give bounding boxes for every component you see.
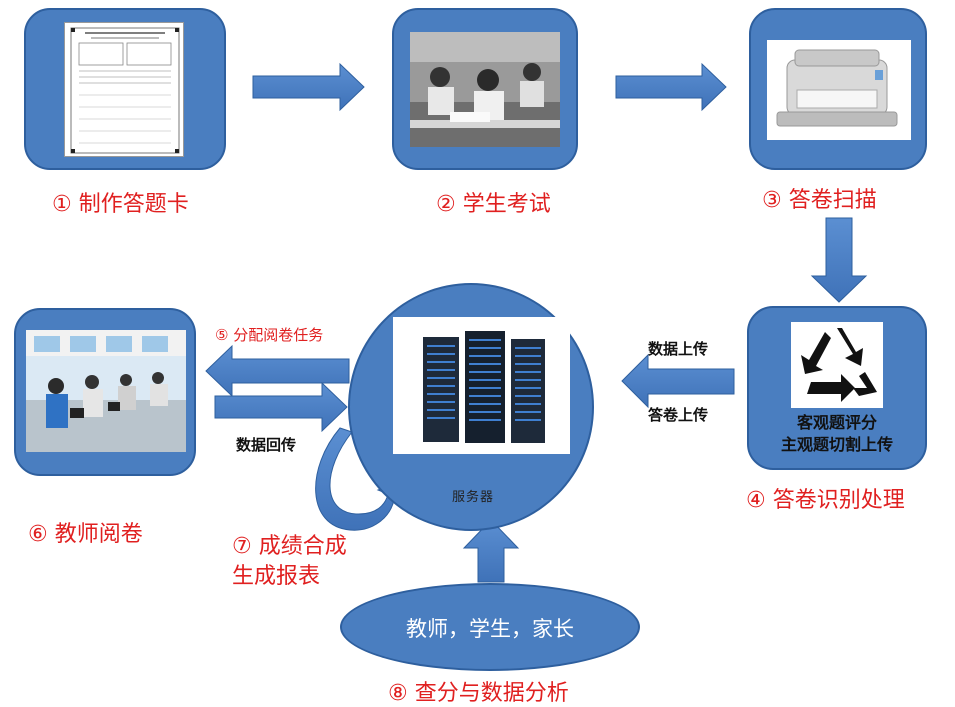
step2-label: ② 学生考试 [436,192,551,217]
step5-label: ⑤ 分配阅卷任务 [215,326,324,344]
arrow-6-to-server [214,381,348,433]
server-label: 服务器 [452,490,495,505]
server-rack-icon [423,331,545,443]
arrow-users-to-server [462,519,520,583]
step4-desc: 客观题评分 主观题切割上传 [749,412,925,456]
step6-box [14,308,196,476]
arrow-server-to-6 [205,344,350,398]
arrow-4-to-server [621,353,735,409]
step3-label: ③ 答卷扫描 [762,188,877,213]
scanner-image [767,40,911,140]
step4-desc-line1: 客观题评分 [796,413,877,432]
step3-box [749,8,927,170]
step1-box [24,8,226,170]
step4-desc-line2: 主观题切割上传 [780,435,893,454]
arrow-1-to-2 [252,62,365,112]
paper-upload-label: 答卷上传 [648,406,709,424]
step1-label: ① 制作答题卡 [52,192,189,217]
recycle-image [791,322,883,408]
users-ellipse [340,583,640,671]
step7-label-line2: 生成报表 [232,564,321,589]
students-exam-image [410,32,560,147]
recycle-icon [801,328,877,402]
users-label: 教师，学生，家长 [406,617,574,641]
scanner-icon [776,49,898,127]
step4-box: 客观题评分 主观题切割上传 [747,306,927,470]
data-return-label: 数据回传 [236,436,297,454]
arrow-3-to-4 [810,217,868,303]
teachers-grading-image [26,330,186,452]
step7-label-line1: ⑦ 成绩合成 [232,534,347,559]
step8-label: ⑧ 查分与数据分析 [388,681,569,706]
answer-sheet-image [64,22,184,157]
step4-label: ④ 答卷识别处理 [746,488,905,513]
data-upload-label: 数据上传 [648,340,709,358]
server-image [393,317,570,454]
arrow-2-to-3 [615,62,727,112]
step2-box [392,8,578,170]
classroom-photo-icon [410,32,560,147]
step6-label: ⑥ 教师阅卷 [28,522,143,547]
step7-label: ⑦ 成绩合成 生成报表 [232,532,347,592]
answer-sheet-icon [70,27,180,154]
grading-room-photo-icon [26,330,186,452]
